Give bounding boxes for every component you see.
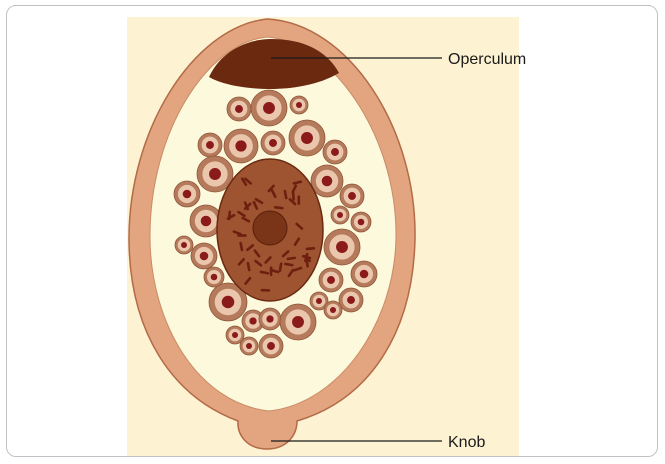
yolk-cell-nucleus (200, 252, 209, 261)
yolk-cell-nucleus (348, 192, 356, 200)
ovum-granule (248, 263, 249, 270)
yolk-cell-nucleus (337, 212, 343, 218)
yolk-cell-nucleus (327, 276, 335, 284)
ovum-granule (293, 192, 294, 199)
yolk-cell-nucleus (331, 148, 339, 156)
figure-frame: Operculum Knob (6, 5, 658, 457)
ovum-nucleus (253, 211, 287, 245)
yolk-cell-nucleus (206, 141, 214, 149)
ovum-granule (294, 182, 301, 184)
ovum-granule (241, 243, 242, 250)
yolk-cell-nucleus (235, 105, 243, 113)
yolk-cell-nucleus (336, 241, 348, 253)
yolk-cell-nucleus (232, 332, 238, 338)
yolk-cell-nucleus (183, 190, 192, 199)
ovum-granule (261, 272, 268, 273)
yolk-cell-nucleus (301, 132, 313, 144)
yolk-cell-nucleus (246, 343, 252, 349)
knob-label: Knob (448, 434, 485, 451)
ovum-granule (229, 212, 230, 219)
yolk-cell-nucleus (316, 298, 322, 304)
yolk-cell-nucleus (330, 307, 336, 313)
ovum-granule (303, 256, 310, 258)
ovum-granule (275, 207, 282, 208)
yolk-cell-nucleus (296, 102, 302, 108)
yolk-cell-nucleus (322, 176, 333, 187)
ovum-granule (280, 264, 281, 271)
yolk-cell-nucleus (201, 216, 212, 227)
ovum (217, 159, 323, 301)
yolk-cell-nucleus (269, 139, 277, 147)
ovum-granule (285, 264, 292, 265)
yolk-cell-nucleus (235, 140, 246, 151)
ovum-granule (285, 191, 286, 198)
ovum-granule (307, 259, 308, 266)
yolk-cell-nucleus (263, 102, 275, 114)
yolk-cell-nucleus (222, 296, 235, 309)
yolk-cell-nucleus (292, 316, 304, 328)
yolk-cell-nucleus (358, 219, 365, 226)
ovum-granule (307, 248, 314, 249)
yolk-cell-nucleus (211, 274, 218, 281)
yolk-cell-nucleus (267, 342, 275, 350)
yolk-cell-nucleus (209, 168, 221, 180)
operculum-label: Operculum (448, 51, 526, 68)
yolk-cell-nucleus (266, 315, 273, 322)
yolk-cell-nucleus (181, 242, 187, 248)
yolk-cell-nucleus (249, 317, 256, 324)
ovum-granule (288, 258, 295, 259)
yolk-cell-nucleus (347, 296, 355, 304)
yolk-cell-nucleus (360, 270, 369, 279)
egg-diagram: Operculum Knob (7, 6, 658, 457)
